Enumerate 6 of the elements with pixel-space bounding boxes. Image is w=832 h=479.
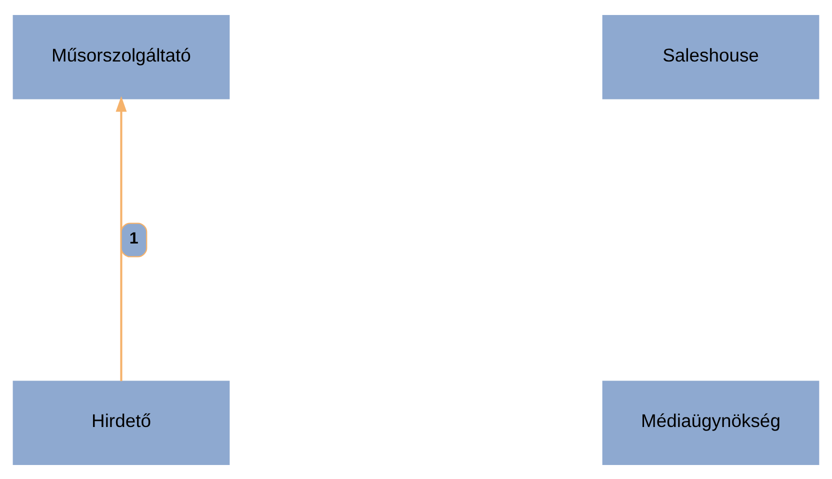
edge-label: 1 <box>129 229 138 248</box>
node-box: Hirdető <box>12 380 230 464</box>
node-box: Műsorszolgáltató <box>12 14 230 99</box>
node-box: Médiaügynökség <box>602 380 820 464</box>
arrow <box>116 96 127 381</box>
node-box: Saleshouse <box>602 14 820 99</box>
